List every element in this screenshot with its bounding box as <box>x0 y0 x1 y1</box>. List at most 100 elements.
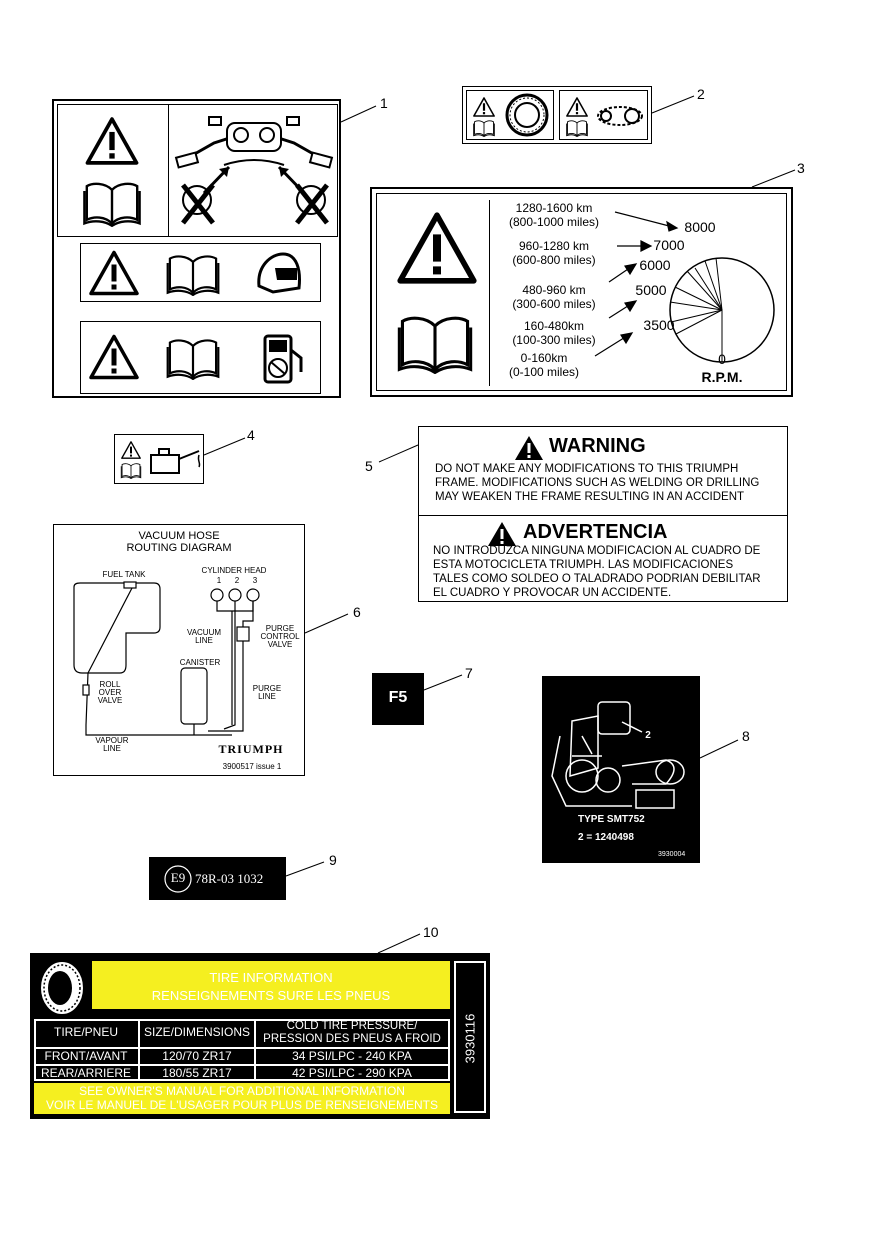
roll-over-label-1: ROLL <box>99 680 121 689</box>
engine-code: 3930004 <box>658 851 686 858</box>
routing-title-1: VACUUM HOSE <box>138 530 220 542</box>
advertencia-line-1: NO INTRODUZCA NINGUNA MODIFICACION AL CU… <box>433 545 761 557</box>
warning-triangle-icon <box>566 97 588 117</box>
tire-row-rear-pressure: 42 PSI/LPC - 290 KPA <box>292 1066 412 1080</box>
handlebar-icon <box>174 116 334 225</box>
tire-row-front-tire: FRONT/AVANT <box>44 1049 128 1063</box>
callout-4: 4 <box>247 427 255 443</box>
callout-10: 10 <box>423 924 439 940</box>
e-mark-label: E9 <box>170 870 186 885</box>
rpm-7000-label: 7000 <box>653 237 685 253</box>
decal-5: WARNING DO NOT MAKE ANY MODIFICATIONS TO… <box>418 426 788 602</box>
decal-1-helmet-row <box>80 243 321 302</box>
tire-header-tire: TIRE/PNEU <box>53 1025 118 1039</box>
range-6000-miles: (300-600 miles) <box>512 297 596 311</box>
manual-book-icon <box>565 119 589 137</box>
tire-row-rear-size: 180/55 ZR17 <box>162 1066 232 1080</box>
helmet-icon <box>257 252 301 294</box>
tire-table-frame <box>34 1019 450 1081</box>
oil-can-icon <box>150 448 201 474</box>
tire-header-pressure-1: COLD TIRE PRESSURE/ <box>286 1020 418 1032</box>
cylinder-2-label: 2 <box>234 576 240 585</box>
warning-triangle-icon <box>488 522 516 546</box>
engine-part: 2 = 1240498 <box>578 832 634 843</box>
advertencia-line-3: TALES COMO SOLDEO O TALADRADO PODRIAN DE… <box>433 573 761 585</box>
callout-3: 3 <box>797 160 805 176</box>
rpm-dial <box>594 211 775 363</box>
rpm-0-label: 0 <box>718 351 726 367</box>
tire-title-panel <box>92 961 450 1009</box>
callout-2: 2 <box>697 86 705 102</box>
e-mark-circle-icon <box>164 865 192 893</box>
tire-row-front-size: 120/70 ZR17 <box>162 1049 232 1063</box>
roll-over-label-3: VALVE <box>97 696 123 705</box>
purge-line-label-2: LINE <box>258 692 276 701</box>
tire-footer-1: SEE OWNER'S MANUAL FOR ADDITIONAL INFORM… <box>79 1084 405 1098</box>
decal-1-handlebar-panel <box>168 104 338 237</box>
manual-book-icon <box>82 179 142 227</box>
range-8000-km: 1280-1600 km <box>515 201 593 215</box>
warning-line-2: FRAME. MODIFICATIONS SUCH AS WELDING OR … <box>435 477 760 489</box>
warning-triangle-icon <box>515 436 543 460</box>
cylinder-head-label: CYLINDER HEAD <box>201 566 267 575</box>
decal-6: VACUUM HOSE ROUTING DIAGRAM FUEL TANK CY… <box>53 524 305 776</box>
tire-title-2: RENSEIGNEMENTS SURE LES PNEUS <box>151 988 391 1003</box>
decal-7: F5 <box>372 673 424 725</box>
callout-6: 6 <box>353 604 361 620</box>
advertencia-line-2: ESTA MOTOCICLETA TRIUMPH. LAS MODIFICACI… <box>433 559 734 571</box>
warning-triangle-icon <box>89 334 139 380</box>
rpm-unit-label: R.P.M. <box>701 369 743 385</box>
vacuum-line-label-1: VACUUM <box>186 628 222 637</box>
tire-row-rear-tire: REAR/ARRIERE <box>40 1066 132 1080</box>
decal-10: TIRE INFORMATION RENSEIGNEMENTS SURE LES… <box>30 953 490 1119</box>
tyre-icon <box>39 960 85 1016</box>
purge-valve-label-1: PURGE <box>265 624 295 633</box>
tire-title-1: TIRE INFORMATION <box>209 970 333 985</box>
manual-book-icon <box>472 119 496 137</box>
callout-8: 8 <box>742 728 750 744</box>
fuel-tank-label: FUEL TANK <box>102 570 146 579</box>
decal-8: 2 TYPE SMT752 2 = 1240498 3930004 <box>542 676 700 863</box>
manual-book-icon <box>165 252 221 296</box>
decal-1-fuel-row <box>80 321 321 394</box>
roll-over-label-2: OVER <box>98 688 122 697</box>
rpm-3500-label: 3500 <box>643 317 675 333</box>
warning-triangle-icon <box>121 441 141 459</box>
routing-title-2: ROUTING DIAGRAM <box>126 542 232 554</box>
decal-2-left <box>466 90 554 140</box>
range-8000-miles: (800-1000 miles) <box>508 215 600 229</box>
chain-icon <box>597 106 643 126</box>
warning-triangle-icon <box>89 250 139 296</box>
warning-title: WARNING <box>549 435 646 457</box>
vapour-line-label-2: LINE <box>103 744 121 753</box>
decal-3: 1280-1600 km (800-1000 miles) 960-1280 k… <box>370 187 793 397</box>
decal-9: E9 78R-03 1032 <box>149 857 286 900</box>
triumph-logo: TRIUMPH <box>218 742 284 756</box>
tire-footer-panel <box>34 1083 450 1114</box>
routing-diagram-lines <box>73 581 260 736</box>
callout-1: 1 <box>380 95 388 111</box>
engine-illustration <box>551 701 685 809</box>
range-3500-miles: (0-100 miles) <box>508 365 580 379</box>
f5-label: F5 <box>388 689 408 706</box>
tire-side-code: 3930116 <box>462 1013 478 1064</box>
approval-code: 78R-03 1032 <box>195 871 264 886</box>
rpm-6000-label: 6000 <box>639 257 671 273</box>
warning-line-1: DO NOT MAKE ANY MODIFICATIONS TO THIS TR… <box>435 463 739 475</box>
tyre-icon <box>505 93 549 137</box>
range-7000-miles: (600-800 miles) <box>512 253 596 267</box>
purge-valve-label-2: CONTROL <box>260 632 300 641</box>
vacuum-line-label-2: LINE <box>195 636 213 645</box>
tire-footer-2: VOIR LE MANUEL DE L'USAGER POUR PLUS DE … <box>46 1098 438 1112</box>
range-3500-km: 0-160km <box>520 351 568 365</box>
fuel-pump-icon <box>263 334 303 384</box>
manual-book-icon <box>120 462 142 479</box>
range-5000-miles: (100-300 miles) <box>512 333 596 347</box>
decal-2 <box>462 86 652 144</box>
tire-side-frame <box>454 961 486 1113</box>
purge-valve-label-3: VALVE <box>267 640 293 649</box>
callout-9: 9 <box>329 852 337 868</box>
canister-label: CANISTER <box>179 658 221 667</box>
decal-2-right <box>559 90 648 140</box>
rpm-5000-label: 5000 <box>635 282 667 298</box>
